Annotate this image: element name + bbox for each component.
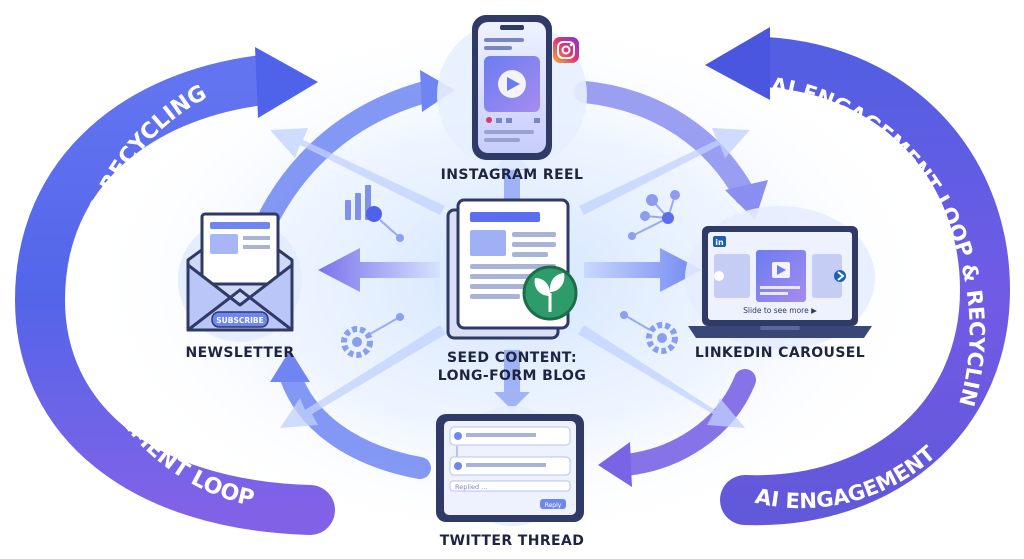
subscribe-button <box>211 311 269 328</box>
right-loop-arrowhead <box>705 27 770 100</box>
reply-input <box>449 480 571 492</box>
left-loop-arrowhead <box>255 47 318 118</box>
seed-content-blog-document <box>446 198 578 340</box>
linkedin-icon <box>713 236 726 247</box>
ring-separator-dot <box>65 293 75 303</box>
right-loop-arrow <box>705 27 1011 526</box>
twitter-thread-label: TWITTER THREAD <box>439 533 585 549</box>
linkedin-carousel-node: in Slide to see more ▶ <box>685 206 875 350</box>
left-loop-arrow <box>14 47 335 535</box>
seed-content-label-line2: LONG-FORM BLOG <box>437 368 587 384</box>
seed-content-label-line1: SEED CONTENT: <box>446 350 577 366</box>
reply-input-placeholder: Replied ... <box>455 483 487 491</box>
twitter-thread-node: Replied ... Reply <box>436 406 584 526</box>
carousel-prev-icon <box>714 271 724 281</box>
newsletter-label: NEWSLETTER <box>185 345 295 361</box>
bar-chart-icon <box>345 185 404 242</box>
gear-icon <box>620 311 678 354</box>
network-icon <box>628 190 680 240</box>
instagram-reel-node <box>437 15 587 170</box>
newsletter-node: SUBSCRIBE <box>178 212 302 342</box>
reply-button-text: Reply <box>545 502 562 509</box>
instagram-icon <box>553 37 579 63</box>
linkedin-carousel-label: LINKEDIN CAROUSEL <box>694 345 866 361</box>
sprout-icon <box>522 265 578 321</box>
carousel-caption: Slide to see more ▶ <box>743 306 817 315</box>
subscribe-button-text: SUBSCRIBE <box>216 316 264 325</box>
carousel-next-icon <box>834 270 846 282</box>
instagram-reel-label: INSTAGRAM REEL <box>440 167 584 183</box>
gear-icon <box>341 313 404 358</box>
reply-button <box>540 499 566 509</box>
linkedin-badge: in <box>715 238 724 247</box>
